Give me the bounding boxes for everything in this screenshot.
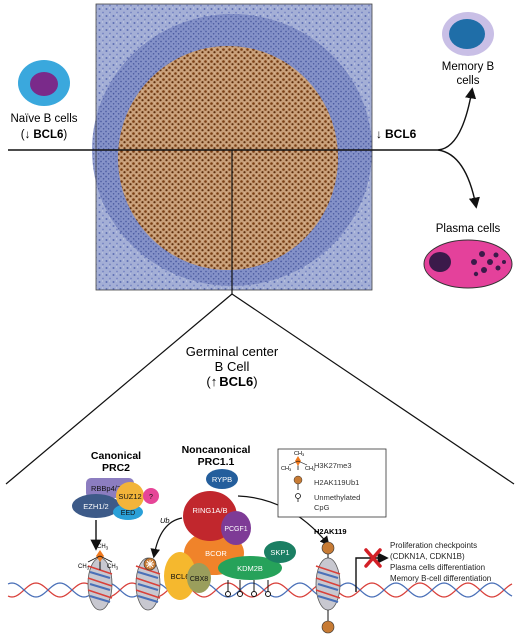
prc2-title-line2: PRC2 — [102, 462, 130, 474]
legend-h2ak119ub1: H2AK119Ub1 — [314, 478, 359, 487]
germinal-label-line1: Germinal center — [186, 344, 279, 359]
naive-b-cell-icon — [18, 60, 70, 106]
dna-strand — [7, 582, 513, 598]
nucleosome-middle — [135, 557, 161, 611]
memory-label-line2: cells — [456, 75, 479, 87]
svg-text:CH3: CH3 — [107, 564, 119, 571]
outcome-line2: (CDKN1A, CDKN1B) — [390, 552, 465, 561]
h3k27me3-mark: CH3 CH3 CH3 — [78, 544, 119, 571]
ezh-label: EZH1/2 — [83, 502, 108, 511]
legend-box: CH3 CH3 CH3 H3K27me3 H2AK119Ub1 Unmethyl… — [277, 448, 387, 518]
bcl6-label: BCL6 — [171, 572, 190, 581]
prc2-title-line1: Canonical — [91, 450, 141, 462]
rbbp-label: RBBp4/7 — [91, 484, 121, 493]
kdm2b-label: KDM2B — [237, 564, 263, 573]
nucleosome-target — [315, 557, 341, 611]
legend-unmethylated-line1: Unmethylated — [314, 493, 360, 502]
suz12-subunit — [116, 482, 144, 510]
ezh-subunit — [72, 494, 120, 518]
svg-text:CH3: CH3 — [305, 466, 316, 472]
naive-label-line1: Naïve B cells — [10, 113, 77, 125]
h2ak119-label: H2AK119 — [314, 527, 347, 536]
svg-text:CH3: CH3 — [97, 544, 109, 551]
prc11-title-line1: Noncanonical — [182, 444, 251, 456]
naive-label-line2: (↓BCL6) — [21, 129, 68, 141]
kdm2b-cpg-pins — [225, 580, 271, 597]
zoom-line-right — [231, 293, 515, 485]
ub-label-1: Ub — [160, 516, 170, 525]
pcgf-label: PCGF1 — [224, 526, 247, 533]
outcome-line3: Plasma cells differentiation — [390, 563, 485, 572]
svg-text:CH3: CH3 — [294, 451, 305, 457]
rypb-subunit — [206, 469, 238, 489]
legend-methyl-icon: CH3 CH3 CH3 — [281, 451, 316, 472]
germinal-label-line2: B Cell — [215, 359, 250, 374]
ub-methyl-mark-middle — [143, 557, 157, 571]
skp1-label: SKP1 — [270, 548, 289, 557]
unknown-subunit — [143, 488, 159, 504]
eed-label: EED — [121, 510, 135, 517]
cbx8-subunit — [187, 563, 211, 593]
memory-label-line1: Memory B — [442, 61, 495, 73]
legend-h3k27me3: H3K27me3 — [314, 461, 352, 470]
rypb-label: RYPB — [212, 475, 232, 484]
svg-text:CH3: CH3 — [78, 564, 90, 571]
prc11-title-line2: PRC1.1 — [198, 456, 235, 468]
transcription-arrow — [355, 552, 389, 592]
svg-text:CH3: CH3 — [281, 466, 292, 472]
ring-label: RING1A/B — [192, 506, 227, 515]
arrow-to-memory — [437, 87, 477, 151]
dna-strand — [7, 582, 513, 598]
ub-arrow-to-prc2-nucleosome — [150, 517, 183, 559]
bcor-label: BCOR — [205, 549, 227, 558]
dna-double-helix — [7, 582, 513, 598]
zoom-line-left — [5, 293, 233, 485]
plasma-label: Plasma cells — [436, 223, 501, 235]
arrow-to-plasma — [437, 149, 480, 209]
kdm2b-subunit — [218, 556, 282, 580]
memory-b-cell-icon — [442, 12, 494, 56]
prc2-complex: RBBp4/7 EZH1/2 EED SUZ12 ? — [72, 478, 159, 520]
prc11-complex: RYPB BCOR RING1A/B PCGF1 BCL6 CBX8 KDM2B… — [164, 469, 296, 600]
suz12-label: SUZ12 — [118, 492, 141, 501]
plasma-cell-icon — [423, 239, 513, 289]
unknown-label: ? — [149, 494, 153, 501]
bcl6-subunit — [164, 552, 196, 600]
cbx8-label: CBX8 — [190, 576, 208, 583]
h2ak119ub1-mark-top — [321, 541, 335, 558]
outcome-line4: Memory B-cell differentiation — [390, 574, 491, 583]
h2ak119ub1-mark-bottom — [321, 610, 335, 634]
legend-unmethylated-line2: CpG — [314, 503, 330, 512]
legend-cpg-icon — [295, 493, 301, 502]
repression-cross-icon — [364, 548, 382, 568]
pcgf-subunit — [221, 511, 251, 545]
skp1-subunit — [264, 541, 296, 563]
germinal-label-line3: (↑BCL6) — [206, 374, 257, 389]
bcl6-down-label: ↓BCL6 — [376, 127, 417, 141]
outcome-line1: Proliferation checkpoints — [390, 541, 477, 550]
legend-ub-icon — [293, 475, 303, 490]
